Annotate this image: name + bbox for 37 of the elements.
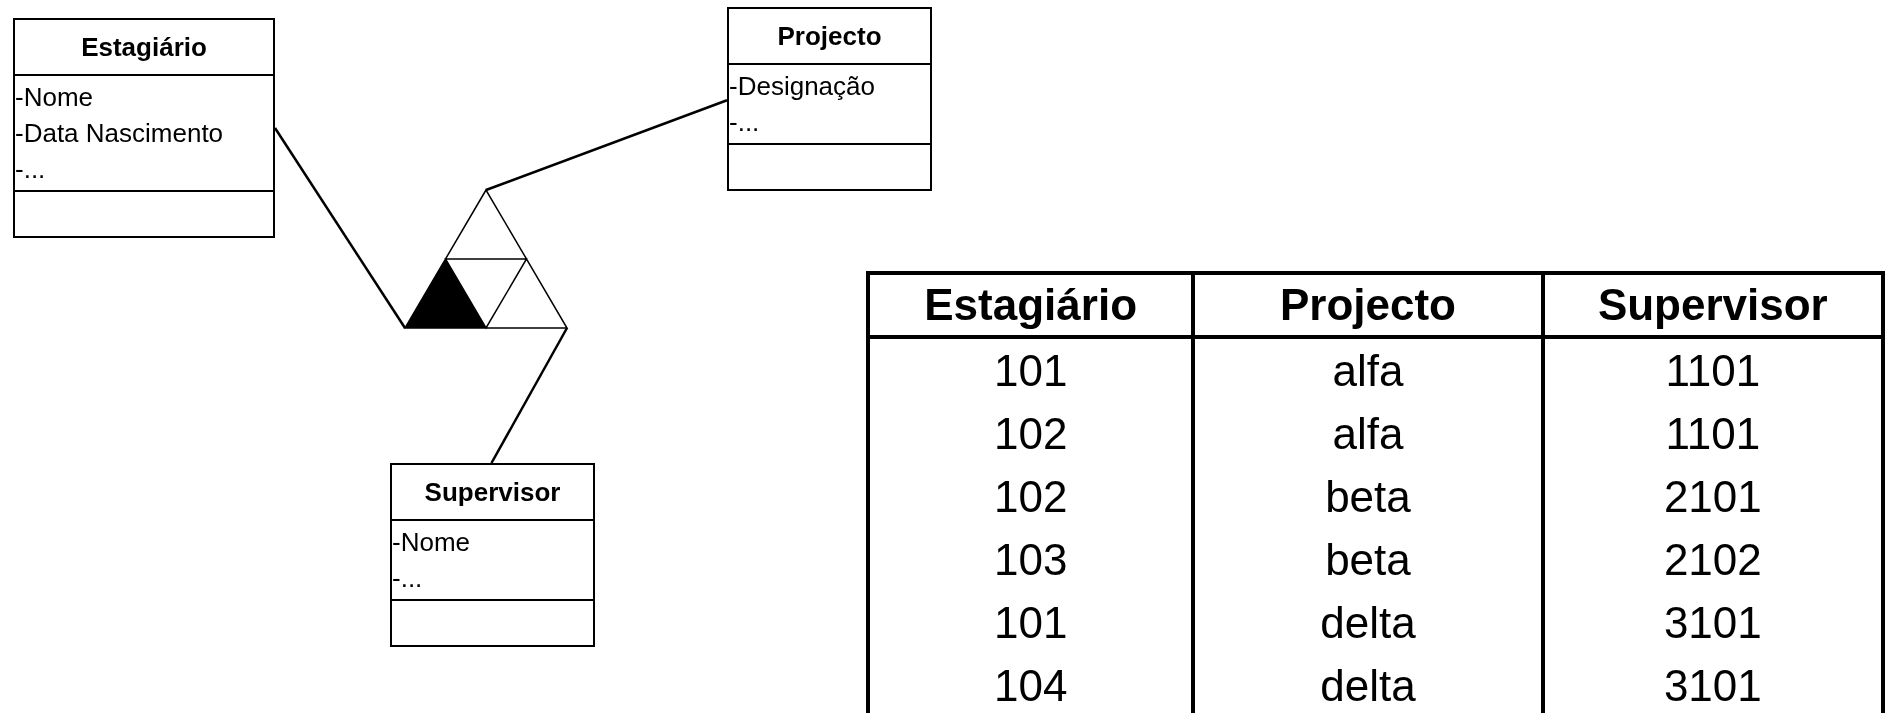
attribute-text: -Data Nascimento — [15, 117, 224, 150]
table-cell: alfa — [1193, 337, 1543, 402]
column-header: Supervisor — [1542, 273, 1883, 337]
table-cell: alfa — [1193, 402, 1543, 465]
column-header: Estagiário — [868, 273, 1194, 337]
attribute-text: -... — [729, 106, 760, 139]
table-cell: 101 — [868, 337, 1194, 402]
table-cell: 1101 — [1542, 402, 1883, 465]
table-cell: 103 — [868, 528, 1194, 591]
attribute-text: -... — [15, 153, 46, 186]
class-name: Supervisor — [424, 476, 561, 508]
attribute-text: -Nome — [15, 81, 93, 114]
table-cell: 101 — [868, 591, 1194, 654]
table-cell: beta — [1193, 528, 1543, 591]
table-cell: 2101 — [1542, 465, 1883, 528]
table-cell: 3101 — [1542, 591, 1883, 654]
attribute-text: -... — [392, 562, 423, 595]
class-name: Projecto — [777, 20, 882, 52]
table-cell: 2102 — [1542, 528, 1883, 591]
association-line — [485, 99, 728, 192]
attribute-text: -Nome — [392, 526, 470, 559]
table-cell: 1101 — [1542, 337, 1883, 402]
table-cell: 102 — [868, 402, 1194, 465]
table-cell: beta — [1193, 465, 1543, 528]
column-header: Projecto — [1193, 273, 1543, 337]
class-name: Estagiário — [81, 31, 207, 63]
class-box — [727, 7, 932, 191]
attribute-text: -Designação — [729, 70, 875, 103]
association-line — [490, 327, 569, 464]
association-line — [273, 127, 407, 329]
class-box — [390, 463, 595, 647]
table-cell: delta — [1193, 654, 1543, 713]
class-box — [13, 18, 275, 238]
table-cell: delta — [1193, 591, 1543, 654]
table-cell: 104 — [868, 654, 1194, 713]
table-cell: 3101 — [1542, 654, 1883, 713]
table-cell: 102 — [868, 465, 1194, 528]
